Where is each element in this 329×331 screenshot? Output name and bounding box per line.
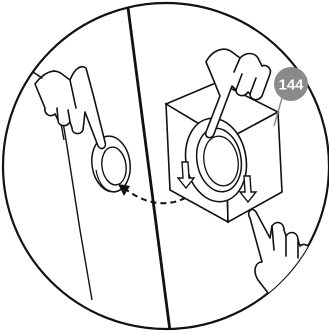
- step-number: 144: [278, 77, 304, 94]
